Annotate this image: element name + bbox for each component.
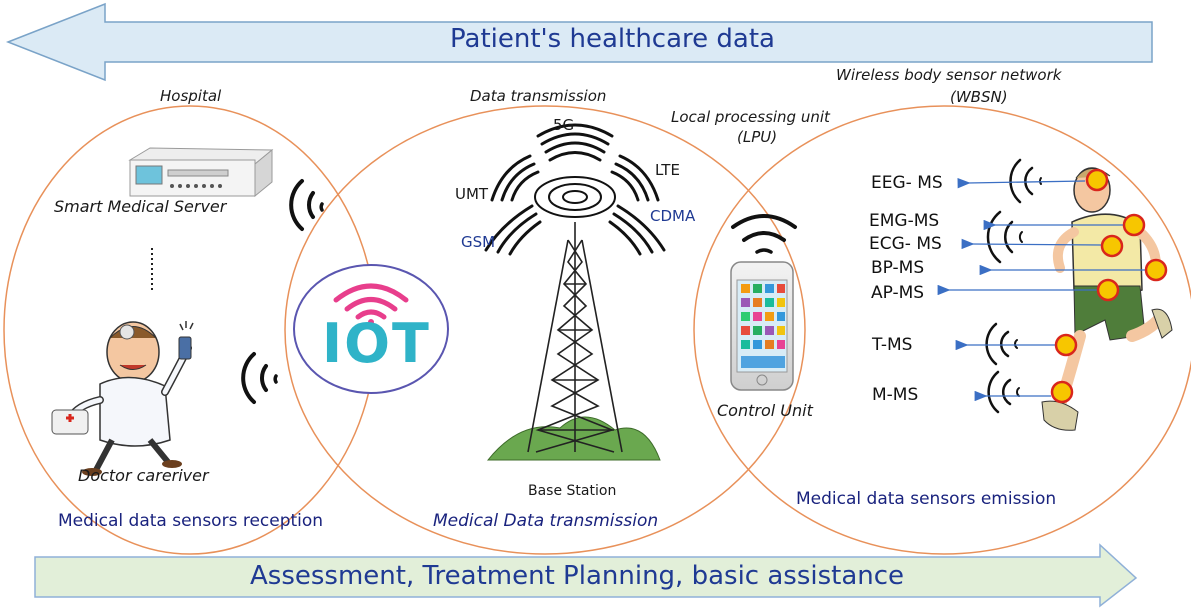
sensor-label-ap: AP-MS (871, 283, 925, 303)
base-station-label: Base Station (528, 483, 617, 499)
doctor-figure (51, 321, 194, 476)
transmission-circle (284, 105, 806, 555)
connector-ecg (961, 238, 1102, 250)
hospital-title: Hospital (160, 87, 222, 105)
control-unit-label: Control Unit (717, 401, 813, 420)
doctor-label: Doctor careriver (78, 466, 209, 485)
mountain (486, 416, 661, 461)
signal-waves-server (289, 179, 324, 231)
sensor-label-m: M-MS (872, 385, 919, 405)
lpu-title-line2: (LPU) (737, 128, 778, 146)
bottom-banner-arrow (34, 543, 1138, 608)
network-5g: 5G (553, 116, 575, 134)
network-umt: UMT (455, 185, 489, 203)
transmission-title: Data transmission (470, 87, 607, 105)
sensor-dot-t (1054, 333, 1078, 357)
sensor-dot-emg (1122, 213, 1146, 237)
wbsn-title-line1: Wireless body sensor network (836, 66, 1062, 84)
top-banner-arrow (5, 2, 1153, 82)
bottom-banner-label: Assessment, Treatment Planning, basic as… (250, 561, 905, 591)
lpu-title-line1: Local processing unit (671, 108, 830, 126)
sensor-label-ecg: ECG- MS (869, 234, 942, 254)
network-lte: LTE (655, 161, 680, 179)
network-cdma: CDMA (650, 207, 696, 225)
sensor-label-t: T-MS (872, 335, 913, 355)
sensor-dot-ecg (1100, 234, 1124, 258)
iot-text: IOT (322, 312, 431, 375)
server-label: Smart Medical Server (54, 197, 227, 216)
control-unit-phone (730, 261, 794, 391)
network-gsm: GSM (461, 233, 496, 251)
wbsn-footer: Medical data sensors emission (796, 489, 1057, 509)
sensor-dot-m (1050, 380, 1074, 404)
transmission-footer: Medical Data transmission (433, 511, 659, 531)
body-sensor-dots (1050, 168, 1168, 404)
hospital-footer: Medical data sensors reception (58, 511, 324, 531)
medical-server-device (128, 147, 274, 198)
wbsn-circle (693, 105, 1191, 555)
wbsn-title-line2: (WBSN) (950, 88, 1008, 106)
signal-waves-phone (731, 214, 797, 254)
sensor-signal-waves (985, 158, 1042, 414)
sensor-label-emg: EMG-MS (869, 211, 940, 231)
sensor-label-bp: BP-MS (871, 258, 925, 278)
sensor-dot-ap (1096, 278, 1120, 302)
base-station-tower (527, 222, 623, 453)
sensor-dot-bp (1144, 258, 1168, 282)
connector-eeg (957, 177, 1086, 189)
sensor-label-eeg: EEG- MS (871, 173, 943, 193)
sensor-connectors (937, 177, 1145, 402)
top-banner-label: Patient's healthcare data (450, 24, 775, 54)
sensor-dot-eeg (1085, 168, 1109, 192)
tower-signal-waves (484, 123, 666, 256)
signal-waves-doctor (241, 352, 278, 404)
iot-badge (293, 264, 449, 394)
